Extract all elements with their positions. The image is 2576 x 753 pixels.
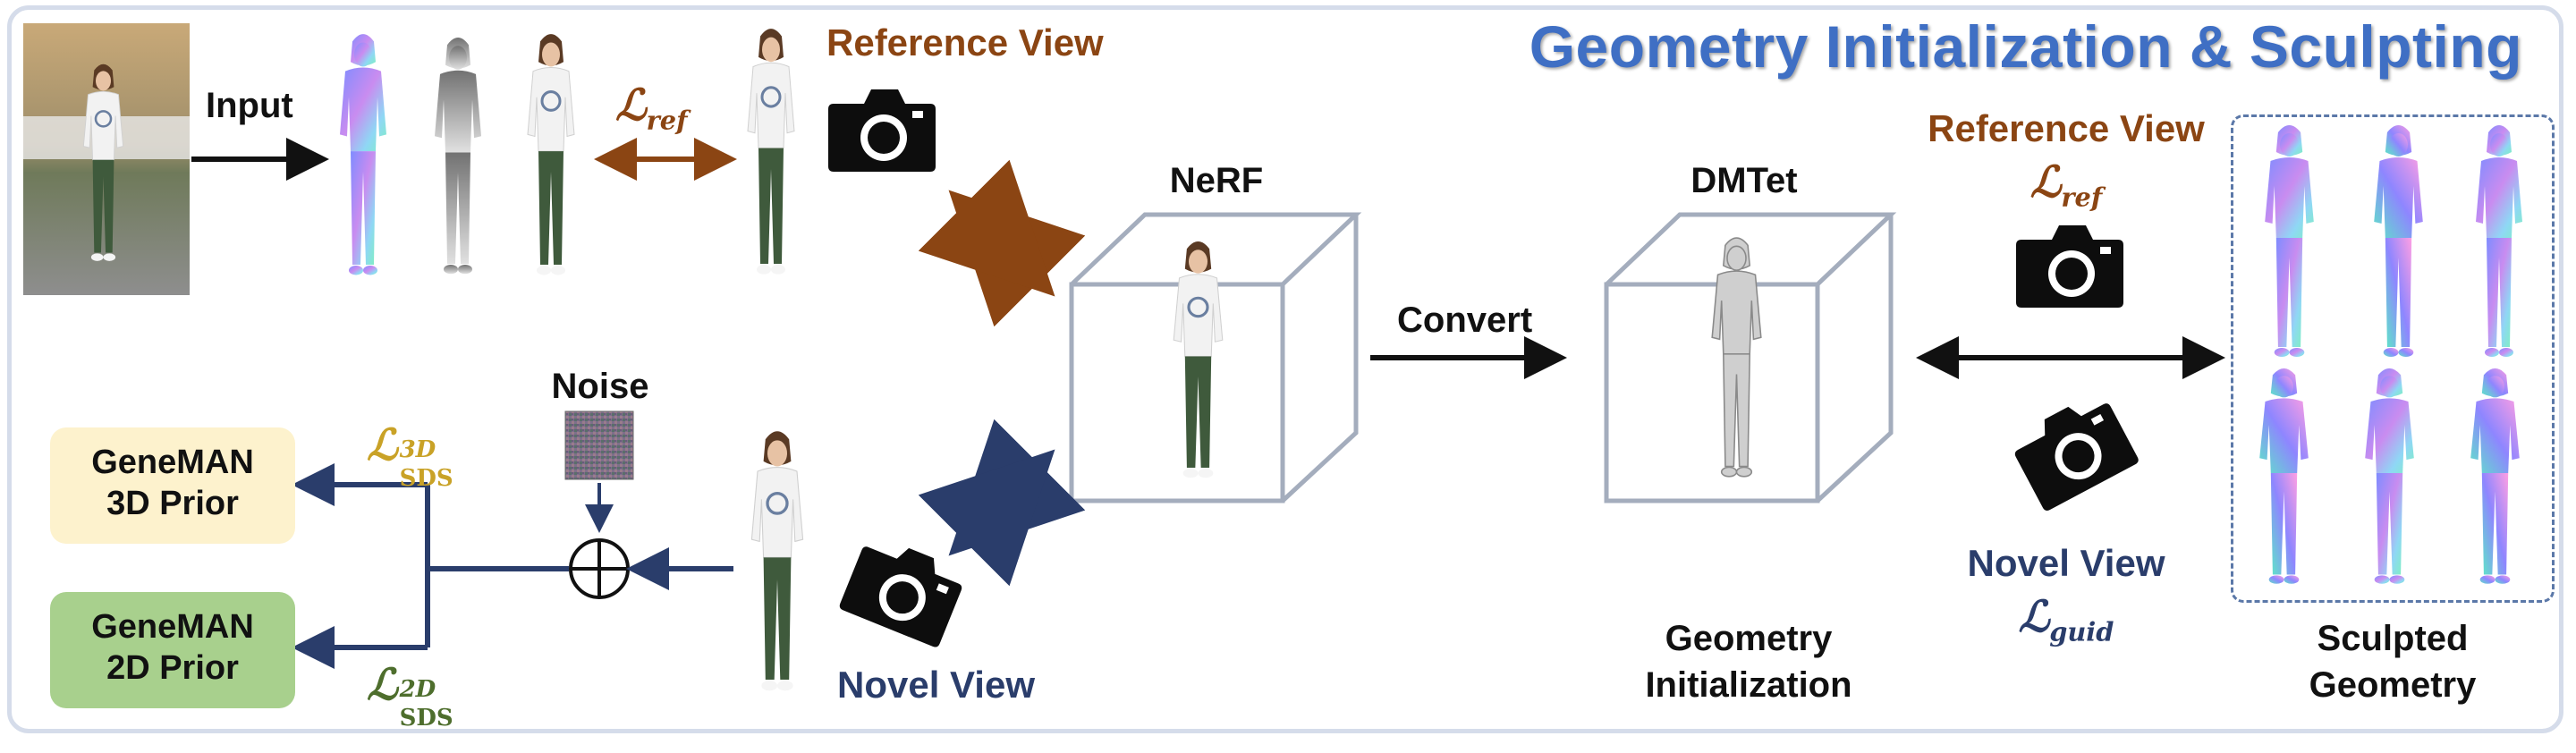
dmtet-figure bbox=[1711, 237, 1762, 478]
input-label: Input bbox=[206, 86, 293, 125]
diagram-title: Geometry Initialization & Sculpting bbox=[1529, 13, 2522, 80]
novel-view-right-label: Novel View bbox=[1967, 542, 2165, 584]
nerf-figure bbox=[1172, 240, 1224, 479]
nerf-cube bbox=[1069, 212, 1362, 503]
camera-icon bbox=[2016, 225, 2123, 308]
novel-to-nerf-arrow bbox=[918, 419, 1086, 587]
camera-icon bbox=[838, 531, 969, 649]
novel-view-label: Novel View bbox=[837, 664, 1035, 706]
reference-figure bbox=[746, 27, 796, 276]
input-photo bbox=[23, 23, 190, 295]
circled-plus-icon bbox=[569, 538, 630, 599]
camera-icon bbox=[828, 89, 936, 172]
geometry-initialization-label: Geometry Initialization bbox=[1645, 619, 1852, 705]
outer-frame bbox=[7, 5, 2563, 733]
novel-view-figure bbox=[750, 429, 805, 693]
camera-icon bbox=[2006, 389, 2140, 512]
reference-view-right-label: Reference View bbox=[1928, 107, 2205, 149]
noise-patch bbox=[564, 410, 634, 480]
guid-loss-label: ℒguid bbox=[2018, 592, 2114, 647]
nerf-label: NeRF bbox=[1169, 161, 1264, 200]
dmtet-label: DMTet bbox=[1690, 161, 1798, 200]
convert-label: Convert bbox=[1397, 300, 1533, 340]
depth-map-figure bbox=[435, 38, 481, 275]
rgb-figure bbox=[526, 32, 576, 276]
noise-label: Noise bbox=[551, 367, 649, 406]
ref-loss-label: ℒref bbox=[615, 80, 688, 136]
reference-to-nerf-arrow bbox=[918, 159, 1086, 327]
sculpted-geometry-box bbox=[2231, 114, 2555, 603]
ref-loss-right-label: ℒref bbox=[2029, 157, 2103, 213]
normal-map-figure bbox=[340, 34, 386, 275]
genemans-2d-prior-box: GeneMAN 2D Prior bbox=[50, 592, 295, 708]
sculpted-geometry-label: Sculpted Geometry bbox=[2309, 619, 2477, 705]
reference-view-label: Reference View bbox=[826, 21, 1104, 63]
genemans-3d-prior-box: GeneMAN 3D Prior bbox=[50, 427, 295, 544]
